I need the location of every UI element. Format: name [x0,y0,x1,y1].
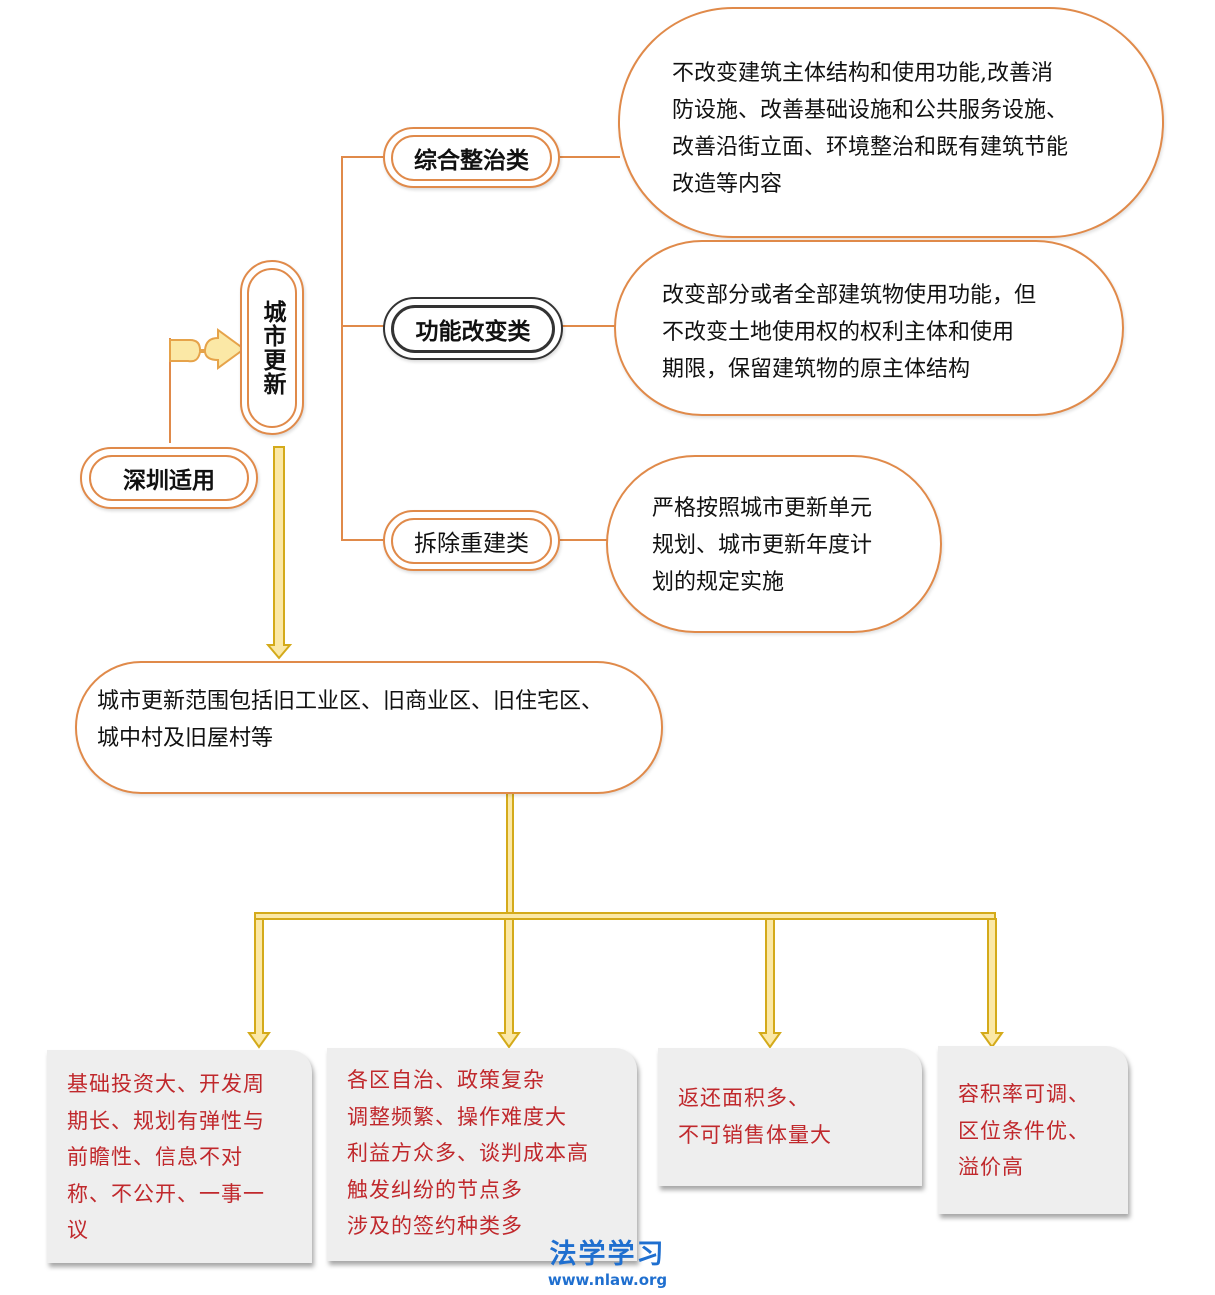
category-function-change-label: 功能改变类 [415,318,531,345]
scope-line: 城市更新范围包括旧工业区、旧商业区、旧住宅区、 [97,689,604,714]
description-line: 防设施、改善基础设施和公共服务设施、 [672,98,1069,123]
scope-node: 城市更新范围包括旧工业区、旧商业区、旧住宅区、 城中村及旧屋村等 [75,661,663,794]
watermark: 法学学习 www.nlaw.org [540,1232,675,1289]
down-arrow-4 [980,918,1004,1049]
feature-line: 称、不公开、一事一 [67,1181,265,1206]
description-demolition: 严格按照城市更新单元 规划、城市更新年度计 划的规定实施 [606,455,942,633]
feature-line: 返还面积多、 [678,1086,810,1110]
description-line: 不改变建筑主体结构和使用功能,改善消 [672,61,1053,86]
description-line: 改善沿街立面、环境整治和既有建筑节能 [672,135,1069,160]
watermark-url: www.nlaw.org [547,1271,668,1289]
feature-line: 触发纠纷的节点多 [347,1177,523,1202]
feature-line: 溢价高 [958,1155,1024,1179]
branch-line-top [341,156,386,541]
shenzhen-node: 深圳适用 [80,447,258,509]
feature-line: 前瞻性、信息不对 [67,1145,243,1169]
feature-line: 涉及的签约种类多 [347,1214,523,1238]
category-demolition-label: 拆除重建类 [414,530,529,557]
description-line: 改造等内容 [672,172,783,197]
curly-arrow-icon [169,328,246,370]
horizontal-bar [254,912,996,920]
feature-card-1: 基础投资大、开发周 期长、规划有弹性与 前瞻性、信息不对 称、不公开、一事一 议 [47,1050,312,1263]
watermark-title: 法学学习 [549,1239,666,1270]
feature-line: 利益方众多、谈判成本高 [347,1141,589,1165]
trunk-line [506,791,514,919]
feature-line: 基础投资大、开发周 [67,1072,265,1096]
category-demolition-node: 拆除重建类 [383,510,560,571]
feature-card-3: 返还面积多、 不可销售体量大 [658,1048,922,1186]
feature-line: 容积率可调、 [958,1082,1090,1106]
feature-card-2: 各区自治、政策复杂 调整频繁、操作难度大 利益方众多、谈判成本高 触发纠纷的节点… [327,1048,637,1261]
feature-line: 期长、规划有弹性与 [67,1108,265,1133]
feature-line: 不可销售体量大 [678,1122,832,1147]
urban-renewal-node: 城市更新 [240,260,304,435]
feature-card-4: 容积率可调、 区位条件优、 溢价高 [938,1046,1128,1214]
feature-line: 区位条件优、 [958,1118,1090,1143]
down-arrow-1 [247,918,271,1049]
urban-renewal-label: 城市更新 [259,299,285,396]
feature-line: 各区自治、政策复杂 [347,1068,545,1092]
shenzhen-label: 深圳适用 [123,468,215,494]
description-function-change: 改变部分或者全部建筑物使用功能，但 不改变土地使用权的权利主体和使用 期限，保留… [614,240,1124,416]
feature-line: 调整频繁、操作难度大 [347,1104,567,1129]
down-arrow-main [265,446,293,660]
category-function-change-node: 功能改变类 [383,297,563,360]
description-line: 不改变土地使用权的权利主体和使用 [662,320,1015,345]
description-comprehensive: 不改变建筑主体结构和使用功能,改善消 防设施、改善基础设施和公共服务设施、 改善… [618,7,1164,238]
description-line: 划的规定实施 [652,570,785,595]
description-line: 严格按照城市更新单元 [652,496,873,521]
scope-line: 城中村及旧屋村等 [97,726,274,751]
description-line: 规划、城市更新年度计 [652,533,873,558]
description-line: 期限，保留建筑物的原主体结构 [662,357,971,382]
category-comprehensive-label: 综合整治类 [414,147,529,174]
description-line: 改变部分或者全部建筑物使用功能，但 [662,283,1037,308]
feature-line: 议 [67,1218,89,1242]
category-comprehensive-node: 综合整治类 [383,127,560,188]
down-arrow-3 [758,918,782,1049]
down-arrow-2 [497,918,521,1049]
